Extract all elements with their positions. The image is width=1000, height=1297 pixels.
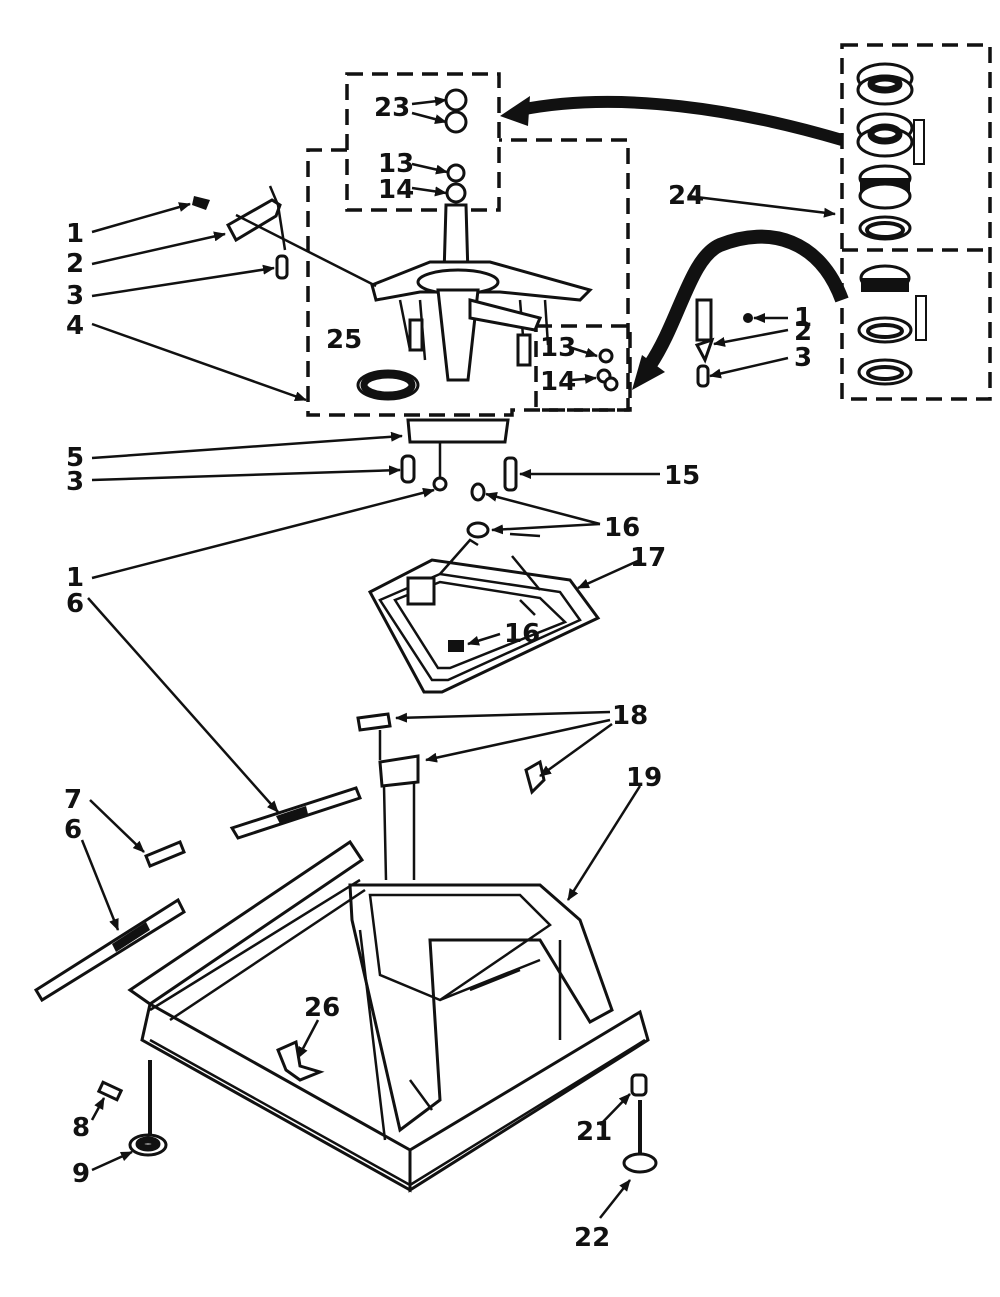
- callout-2-right: 2: [794, 317, 812, 347]
- lower-rail-icon: [33, 897, 186, 1003]
- callout-7: 7: [64, 785, 82, 815]
- callout-4: 4: [66, 311, 84, 341]
- callout-3-upper-left: 3: [66, 281, 84, 311]
- left-bracket-icon: [192, 185, 289, 280]
- callout-24: 24: [668, 181, 704, 211]
- callout-14-top: 14: [378, 175, 414, 205]
- callout-17: 17: [630, 543, 666, 573]
- callout-1-center: 1: [66, 563, 84, 593]
- bearing-kit-box-23: [345, 72, 501, 212]
- callout-18: 18: [612, 701, 648, 731]
- callout-3-center: 3: [66, 467, 84, 497]
- clip-icon: [144, 840, 186, 868]
- callout-9: 9: [72, 1159, 90, 1189]
- callout-14-right: 14: [540, 367, 576, 397]
- callout-21: 21: [576, 1117, 612, 1147]
- kit-bearings-icon: [856, 62, 927, 386]
- callout-15: 15: [664, 461, 700, 491]
- base-plate-icon: [367, 521, 601, 694]
- callout-1-upper-left: 1: [66, 219, 84, 249]
- callout-13-right: 13: [540, 333, 576, 363]
- callout-16-lower: 16: [504, 619, 540, 649]
- callout-22: 22: [574, 1223, 610, 1253]
- transmission-assembly-box-4: [306, 138, 630, 417]
- callout-5: 5: [66, 443, 84, 473]
- right-foot-icon: [622, 1073, 658, 1174]
- upper-rail-icon: [229, 786, 362, 840]
- callout-6-upper: 6: [66, 589, 84, 619]
- left-foot-icon: [96, 1060, 168, 1157]
- callout-3-right: 3: [794, 343, 812, 373]
- center-post-icon: [356, 712, 546, 881]
- replacement-kit-box-24: [840, 43, 992, 401]
- small-bearings-13-14-icon: [596, 348, 619, 392]
- callout-23: 23: [374, 93, 410, 123]
- spring-clip-icon: [276, 1039, 325, 1082]
- cabinet-frame-icon: [127, 839, 650, 1193]
- kit-arrow-upper: [518, 95, 844, 146]
- callout-25: 25: [326, 325, 362, 355]
- callout-6-lower: 6: [64, 815, 82, 845]
- leader-lines: [80, 96, 836, 1219]
- callout-1-right: 1: [794, 303, 812, 333]
- callout-19: 19: [626, 763, 662, 793]
- yoke-bracket-icon: [400, 418, 518, 502]
- callout-13-top: 13: [378, 149, 414, 179]
- bearing-kit-box-13-14: [534, 324, 632, 412]
- seal-ring-icon: [356, 369, 420, 401]
- callout-2-upper-left: 2: [66, 249, 84, 279]
- callout-16-upper: 16: [604, 513, 640, 543]
- bearing-stack-icon: [444, 88, 468, 204]
- callout-labels: 1 2 3 4 23 13 14 24 25 13 14 1 2 3 5 3 1…: [64, 93, 812, 1253]
- callout-26: 26: [304, 993, 340, 1023]
- transmission-spider-icon: [370, 203, 593, 382]
- kit-arrow-lower: [644, 229, 849, 369]
- right-bracket-icon: [694, 298, 753, 388]
- callout-8: 8: [72, 1113, 90, 1143]
